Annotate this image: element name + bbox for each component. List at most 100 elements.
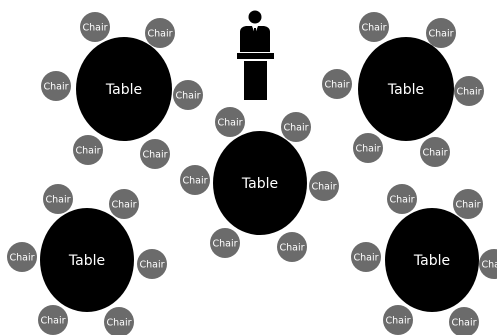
chair: Chair	[453, 189, 483, 219]
chair-circle	[420, 137, 450, 167]
chair: Chair	[210, 228, 240, 258]
chair: Chair	[281, 112, 311, 142]
chair-circle	[479, 249, 497, 279]
chair-circle	[43, 184, 73, 214]
chair: Chair	[351, 242, 381, 272]
chair: Chair	[38, 305, 68, 335]
chair-circle	[383, 305, 413, 335]
chair-label: Chair	[451, 318, 476, 329]
chair-circle	[387, 184, 417, 214]
chair-circle	[137, 249, 167, 279]
table-label: Table	[68, 253, 105, 269]
chair: Chair	[215, 107, 245, 137]
chair-label: Chair	[389, 195, 414, 206]
chair-label: Chair	[106, 318, 131, 329]
chair-label: Chair	[481, 260, 497, 271]
chair-label: Chair	[422, 148, 447, 159]
chair-label: Chair	[217, 118, 242, 129]
chair-circle	[210, 228, 240, 258]
chair-circle	[180, 165, 210, 195]
chair-circle	[281, 112, 311, 142]
chair-circle	[322, 69, 352, 99]
chair: Chair	[322, 69, 352, 99]
table-label: Table	[413, 253, 450, 269]
speaker-podium-icon	[237, 10, 274, 100]
chair-label: Chair	[428, 29, 453, 40]
chair: Chair	[80, 12, 110, 42]
chair: Chair	[173, 80, 203, 110]
chair-circle	[449, 307, 479, 335]
chair-label: Chair	[353, 253, 378, 264]
chair-label: Chair	[75, 146, 100, 157]
chair: Chair	[140, 139, 170, 169]
table: Table	[213, 131, 307, 235]
chair-circle	[426, 18, 456, 48]
chair: Chair	[73, 135, 103, 165]
chair-circle	[38, 305, 68, 335]
chair: Chair	[449, 307, 479, 335]
chair-circle	[104, 307, 134, 335]
chair-circle	[215, 107, 245, 137]
chair-label: Chair	[111, 200, 136, 211]
chair-label: Chair	[82, 23, 107, 34]
chair-label: Chair	[361, 23, 386, 34]
chair-label: Chair	[9, 253, 34, 264]
chair-label: Chair	[283, 123, 308, 134]
chair: Chair	[479, 249, 497, 279]
chair-circle	[454, 76, 484, 106]
table-label: Table	[105, 82, 142, 98]
chair-circle	[73, 135, 103, 165]
chair-label: Chair	[385, 316, 410, 327]
chair-circle	[41, 71, 71, 101]
table: Table	[358, 37, 454, 141]
chair: Chair	[43, 184, 73, 214]
table-label: Table	[387, 82, 424, 98]
chair-label: Chair	[182, 176, 207, 187]
table-circle	[358, 37, 454, 141]
table: Table	[385, 208, 479, 312]
chair: Chair	[454, 76, 484, 106]
table-circle	[385, 208, 479, 312]
chair-circle	[309, 171, 339, 201]
chair-label: Chair	[43, 82, 68, 93]
table: Table	[76, 37, 172, 141]
chair-label: Chair	[456, 87, 481, 98]
chair-label: Chair	[212, 239, 237, 250]
chair-label: Chair	[279, 243, 304, 254]
chair-circle	[7, 242, 37, 272]
chair: Chair	[383, 305, 413, 335]
chair-label: Chair	[355, 144, 380, 155]
table-label: Table	[241, 176, 278, 192]
chair: Chair	[145, 18, 175, 48]
table-circle	[213, 131, 307, 235]
chair-circle	[80, 12, 110, 42]
chair-label: Chair	[311, 182, 336, 193]
chair-circle	[453, 189, 483, 219]
chair-label: Chair	[147, 29, 172, 40]
chair-circle	[109, 189, 139, 219]
chair-label: Chair	[175, 91, 200, 102]
chair: Chair	[420, 137, 450, 167]
chair: Chair	[109, 189, 139, 219]
chair: Chair	[180, 165, 210, 195]
chair-circle	[145, 18, 175, 48]
chair-label: Chair	[142, 150, 167, 161]
chair-label: Chair	[455, 200, 480, 211]
chair-circle	[277, 232, 307, 262]
chair: Chair	[7, 242, 37, 272]
table-circle	[40, 208, 134, 312]
chair: Chair	[353, 133, 383, 163]
table: Table	[40, 208, 134, 312]
chair-label: Chair	[139, 260, 164, 271]
chair: Chair	[277, 232, 307, 262]
chair: Chair	[359, 12, 389, 42]
chair-label: Chair	[324, 80, 349, 91]
chair: Chair	[41, 71, 71, 101]
